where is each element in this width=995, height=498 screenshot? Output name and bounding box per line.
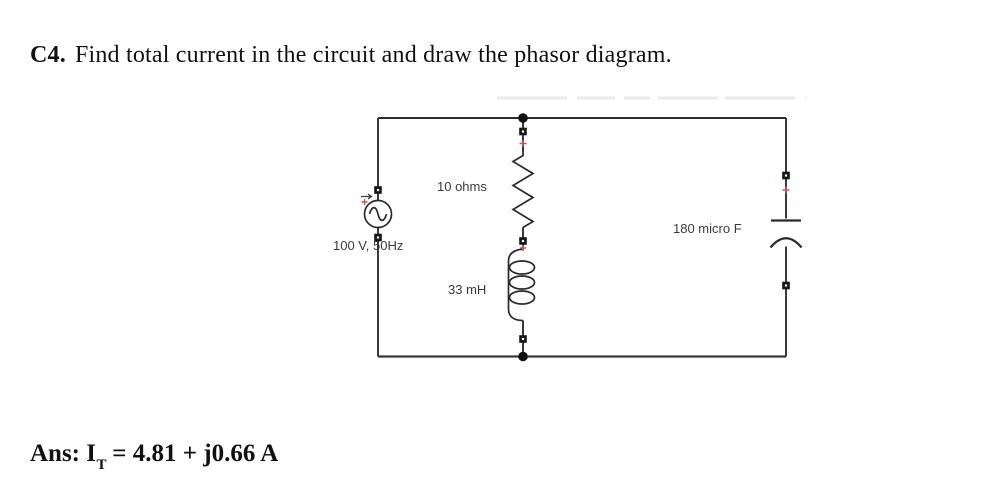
inductor-plus-mark [520, 245, 526, 251]
capacitor-bottom-terminal [782, 281, 790, 290]
inductor-loop-2 [508, 275, 536, 290]
source-plus-mark [361, 199, 368, 205]
source-polarity-arrow-icon [361, 193, 373, 200]
problem-title: C4. Find total current in the circuit and… [30, 42, 672, 69]
inductor-spine [507, 241, 524, 322]
inductor-loop-1 [508, 260, 536, 275]
junction-dot-top [518, 113, 528, 123]
ac-source-symbol [363, 199, 393, 229]
capacitor-top-terminal [782, 171, 790, 180]
source-top-terminal [374, 186, 382, 194]
sine-wave-icon [368, 206, 388, 222]
answer-prefix: Ans: I [30, 440, 96, 467]
inductor-label: 33 mH [448, 282, 487, 297]
capacitor-curved-plate [769, 237, 803, 249]
resistor-symbol [511, 152, 535, 229]
answer-line: Ans: IT = 4.81 + j0.66 A [30, 440, 279, 473]
problem-number: C4. [30, 42, 66, 68]
source-label: 100 V, 50Hz [333, 238, 404, 253]
resistor-plus-mark [519, 140, 527, 147]
answer-subscript: T [96, 457, 107, 473]
inductor-bottom-terminal [519, 335, 527, 343]
capacitor-label: 180 micro F [673, 221, 742, 236]
inductor-loop-3 [508, 290, 536, 305]
resistor-top-terminal [519, 127, 527, 136]
problem-text: Find total current in the circuit and dr… [74, 42, 672, 68]
capacitor-plus-mark [782, 186, 790, 194]
resistor-label: 10 ohms [437, 179, 487, 194]
answer-value: = 4.81 + j0.66 A [106, 440, 279, 467]
resistor-inductor-terminal [519, 237, 527, 245]
junction-dot-bottom [518, 351, 528, 362]
